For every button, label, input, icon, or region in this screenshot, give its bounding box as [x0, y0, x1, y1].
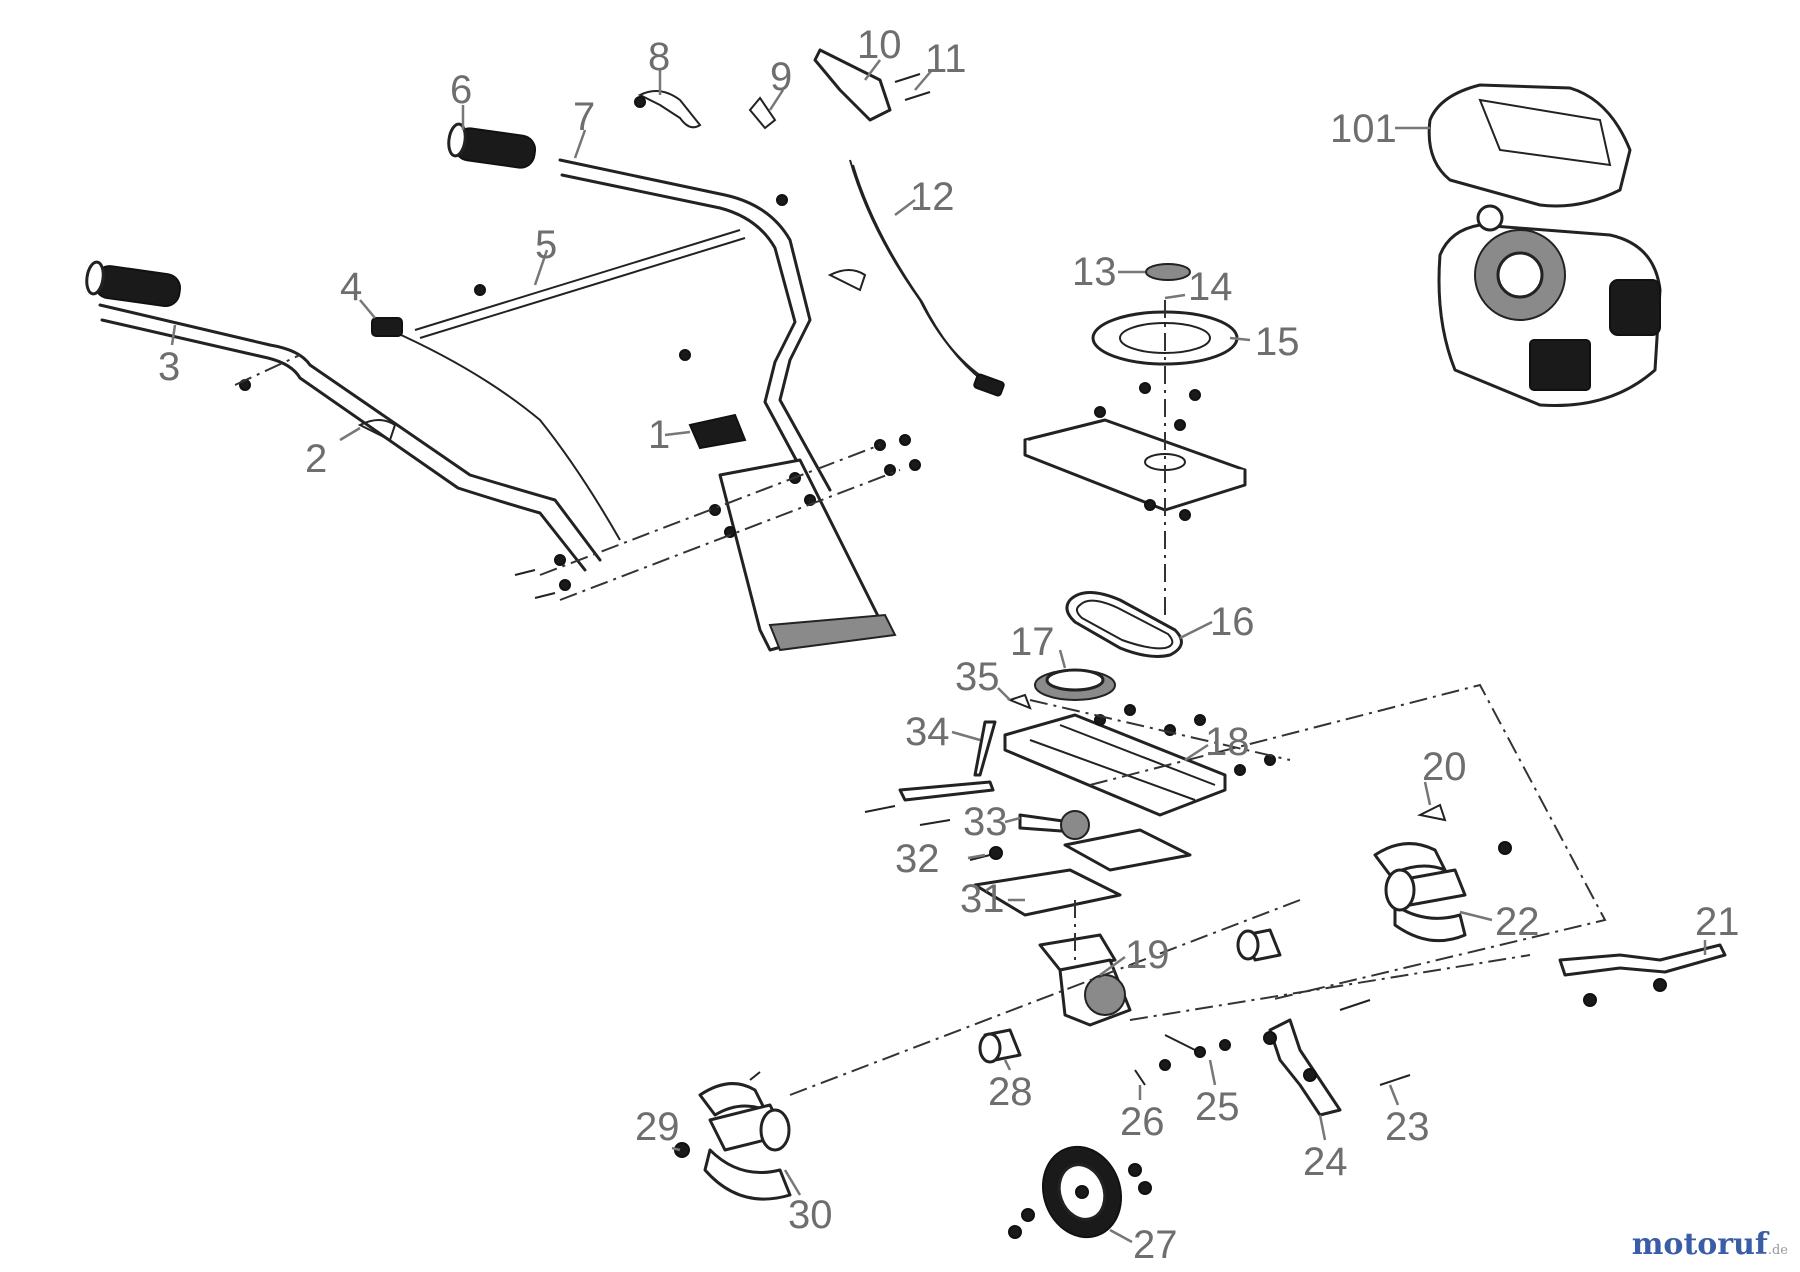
label-part-30: 30: [788, 1193, 833, 1237]
label-part-10: 10: [857, 23, 902, 67]
engine-assembly: [1427, 83, 1662, 408]
leader-lines: [170, 59, 1707, 1244]
label-part-32: 32: [895, 837, 940, 881]
label-part-19: 19: [1125, 933, 1170, 977]
label-part-16: 16: [1210, 600, 1255, 644]
handle-assembly: [85, 48, 1005, 652]
label-part-8: 8: [648, 35, 670, 79]
label-part-20: 20: [1422, 745, 1467, 789]
label-part-14: 14: [1188, 265, 1233, 309]
gearbox-assembly: [674, 683, 1727, 1239]
label-part-13: 13: [1072, 250, 1117, 294]
label-part-28: 28: [988, 1070, 1033, 1114]
label-part-24: 24: [1303, 1140, 1348, 1184]
label-part-26: 26: [1120, 1100, 1165, 1144]
label-part-7: 7: [573, 95, 595, 139]
label-part-3: 3: [158, 345, 180, 389]
pulley-plate-assembly: [1023, 263, 1247, 701]
label-part-6: 6: [450, 68, 472, 112]
label-part-2: 2: [305, 437, 327, 481]
label-part-33: 33: [963, 800, 1008, 844]
label-part-25: 25: [1195, 1085, 1240, 1129]
watermark-logo: motoruf.de: [1632, 1227, 1788, 1262]
label-part-23: 23: [1385, 1105, 1430, 1149]
label-part-101: 101: [1330, 107, 1397, 151]
label-part-22: 22: [1495, 900, 1540, 944]
label-part-17: 17: [1010, 620, 1055, 664]
wheel: [1008, 1145, 1152, 1239]
label-part-12: 12: [910, 175, 955, 219]
watermark-suffix: .de: [1767, 1243, 1788, 1258]
label-part-9: 9: [770, 55, 792, 99]
grip-lower: [85, 260, 181, 308]
label-part-21: 21: [1695, 900, 1740, 944]
label-part-1: 1: [648, 413, 670, 457]
callout-labels: 1 2 3 4 5 6 7 8 9 10 11 12 13 14 15 16 1…: [158, 23, 1740, 1267]
label-part-31: 31: [960, 877, 1005, 921]
watermark-text: motoruf: [1631, 1227, 1768, 1262]
frame-assembly: [864, 699, 1291, 917]
label-part-11: 11: [925, 37, 967, 81]
label-part-27: 27: [1133, 1223, 1178, 1267]
label-part-34: 34: [905, 710, 950, 754]
label-part-15: 15: [1255, 320, 1300, 364]
tine-right: [1373, 842, 1467, 943]
label-part-5: 5: [535, 223, 557, 267]
grip-upper: [447, 122, 537, 169]
tine-left: [698, 1082, 792, 1201]
label-part-4: 4: [340, 265, 362, 309]
label-part-18: 18: [1205, 720, 1250, 764]
label-part-35: 35: [955, 655, 1000, 699]
label-part-29: 29: [635, 1105, 680, 1149]
